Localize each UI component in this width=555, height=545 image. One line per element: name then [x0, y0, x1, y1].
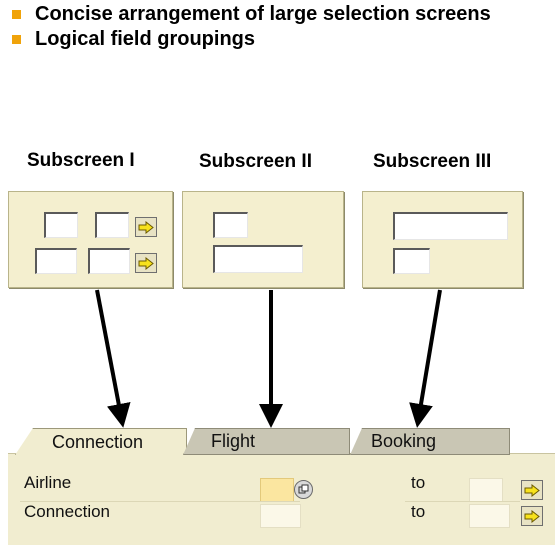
- multiple-selection-button[interactable]: [135, 253, 157, 273]
- connector-arrow-3: [409, 289, 442, 428]
- tab-booking[interactable]: Booking: [350, 428, 510, 455]
- tab-label: Connection: [52, 431, 144, 452]
- row-separator: [405, 501, 520, 502]
- row-separator: [20, 501, 300, 502]
- bullet-item: Logical field groupings: [12, 28, 255, 51]
- subscreen-3-panel: [362, 191, 523, 288]
- airline-label: Airline: [24, 473, 72, 492]
- subscreen-3-field[interactable]: [393, 248, 430, 274]
- subscreen-1-title: Subscreen I: [27, 150, 135, 171]
- bullet-text: Logical field groupings: [35, 28, 255, 50]
- arrow-right-icon: [138, 256, 154, 270]
- arrow-right-icon: [138, 220, 154, 234]
- subscreen-3-field[interactable]: [393, 212, 508, 240]
- multiple-selection-button[interactable]: [135, 217, 157, 237]
- subscreen-2-panel: [182, 191, 344, 288]
- subscreen-1-field[interactable]: [35, 248, 77, 274]
- tab-flight[interactable]: Flight: [183, 428, 350, 455]
- to-label: to: [411, 473, 426, 492]
- airline-high-field[interactable]: [469, 478, 503, 502]
- subscreen-1-field[interactable]: [95, 212, 129, 238]
- tab-label: Flight: [211, 431, 256, 451]
- subscreen-2-field[interactable]: [213, 245, 303, 273]
- subscreen-2-field[interactable]: [213, 212, 248, 238]
- connection-low-field[interactable]: [260, 504, 301, 528]
- airline-low-field[interactable]: [260, 478, 294, 502]
- airline-multiple-selection-button[interactable]: [521, 480, 543, 500]
- subscreen-1-panel: [8, 191, 173, 288]
- bullet-icon: [12, 10, 21, 19]
- subscreen-1-field[interactable]: [88, 248, 130, 274]
- bullet-item: Concise arrangement of large selection s…: [12, 3, 491, 26]
- arrow-right-icon: [524, 483, 540, 497]
- bullet-text: Concise arrangement of large selection s…: [35, 3, 491, 25]
- possible-entries-button[interactable]: [294, 480, 313, 499]
- subscreen-3-title: Subscreen III: [373, 151, 492, 172]
- connector-arrow-1: [95, 289, 131, 428]
- tab-connection[interactable]: Connection: [15, 428, 187, 455]
- connection-label: Connection: [24, 502, 111, 521]
- tab-label: Booking: [371, 431, 437, 451]
- arrow-right-icon: [524, 509, 540, 523]
- subscreen-1-field[interactable]: [44, 212, 78, 238]
- to-label: to: [411, 502, 426, 521]
- connection-multiple-selection-button[interactable]: [521, 506, 543, 526]
- bullet-icon: [12, 35, 21, 44]
- connection-high-field[interactable]: [469, 504, 510, 528]
- match-code-icon: [298, 484, 309, 494]
- subscreen-2-title: Subscreen II: [199, 151, 312, 172]
